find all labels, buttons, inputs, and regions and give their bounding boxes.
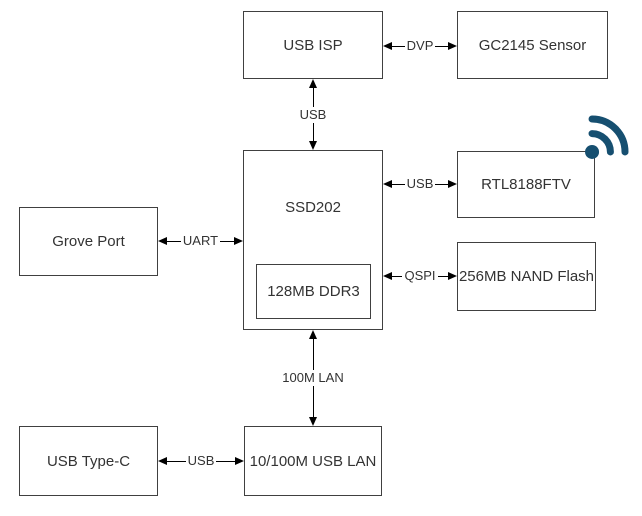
- block-grove-port-label: Grove Port: [52, 233, 125, 250]
- connector-100m-lan-label: 100M LAN: [282, 370, 344, 386]
- connector-usb-type-c-label: USB: [185, 453, 217, 468]
- block-10-100m-usb-lan-label: 10/100M USB LAN: [249, 452, 377, 470]
- wifi-icon: [585, 115, 629, 159]
- connector-line: [392, 45, 405, 47]
- connector-usb-isp-ssd202: USB: [283, 79, 343, 150]
- connector-usb-wifi-label: USB: [404, 176, 436, 191]
- connector-line: [312, 122, 314, 141]
- connector-line: [392, 183, 405, 185]
- arrowhead-left-icon: [383, 272, 392, 280]
- arrowhead-right-icon: [448, 42, 458, 50]
- block-gc2145-sensor-label: GC2145 Sensor: [478, 36, 587, 54]
- connector-line: [312, 88, 314, 107]
- arrowhead-right-icon: [235, 457, 245, 465]
- connector-line: [312, 339, 314, 370]
- connector-line: [312, 386, 314, 417]
- connector-usb-isp-label: USB: [299, 106, 327, 123]
- connector-line: [437, 275, 449, 277]
- connector-line: [220, 240, 234, 242]
- connector-line: [392, 275, 403, 277]
- connector-qspi: QSPI: [383, 268, 458, 283]
- arrowhead-down-icon: [309, 141, 317, 150]
- block-usb-type-c: USB Type-C: [19, 426, 158, 496]
- arrowhead-up-icon: [309, 330, 317, 339]
- block-rtl8188ftv-label: RTL8188FTV: [481, 176, 571, 193]
- block-gc2145-sensor: GC2145 Sensor: [457, 11, 608, 79]
- block-usb-isp: USB ISP: [243, 11, 383, 79]
- block-usb-type-c-label: USB Type-C: [46, 452, 131, 470]
- connector-uart-label: UART: [180, 233, 221, 248]
- block-128mb-ddr3: 128MB DDR3: [256, 264, 371, 319]
- arrowhead-right-icon: [234, 237, 243, 245]
- connector-qspi-label: QSPI: [402, 268, 438, 283]
- arrowhead-right-icon: [448, 272, 458, 280]
- arrowhead-up-icon: [309, 79, 317, 88]
- connector-dvp: DVP: [383, 38, 458, 53]
- block-128mb-ddr3-label: 128MB DDR3: [267, 283, 360, 300]
- arrowhead-left-icon: [158, 457, 167, 465]
- block-rtl8188ftv: RTL8188FTV: [457, 151, 595, 218]
- connector-line: [435, 183, 449, 185]
- connector-usb-type-c: USB: [158, 453, 245, 468]
- block-256mb-nand-flash-label: 256MB NAND Flash: [458, 268, 595, 285]
- arrowhead-left-icon: [158, 237, 167, 245]
- block-ssd202-label: SSD202: [285, 199, 341, 216]
- block-grove-port: Grove Port: [19, 207, 158, 276]
- block-256mb-nand-flash: 256MB NAND Flash: [457, 242, 596, 311]
- block-usb-isp-label: USB ISP: [283, 36, 343, 54]
- connector-100m-lan: 100M LAN: [278, 330, 348, 426]
- connector-usb-wifi: USB: [383, 176, 458, 191]
- block-10-100m-usb-lan: 10/100M USB LAN: [244, 426, 382, 496]
- arrowhead-right-icon: [448, 180, 458, 188]
- arrowhead-down-icon: [309, 417, 317, 426]
- arrowhead-left-icon: [383, 180, 392, 188]
- connector-uart: UART: [158, 234, 243, 248]
- connector-line: [167, 460, 186, 462]
- connector-line: [216, 460, 236, 462]
- connector-line: [167, 240, 181, 242]
- connector-line: [435, 45, 449, 47]
- arrowhead-left-icon: [383, 42, 392, 50]
- connector-dvp-label: DVP: [404, 38, 436, 53]
